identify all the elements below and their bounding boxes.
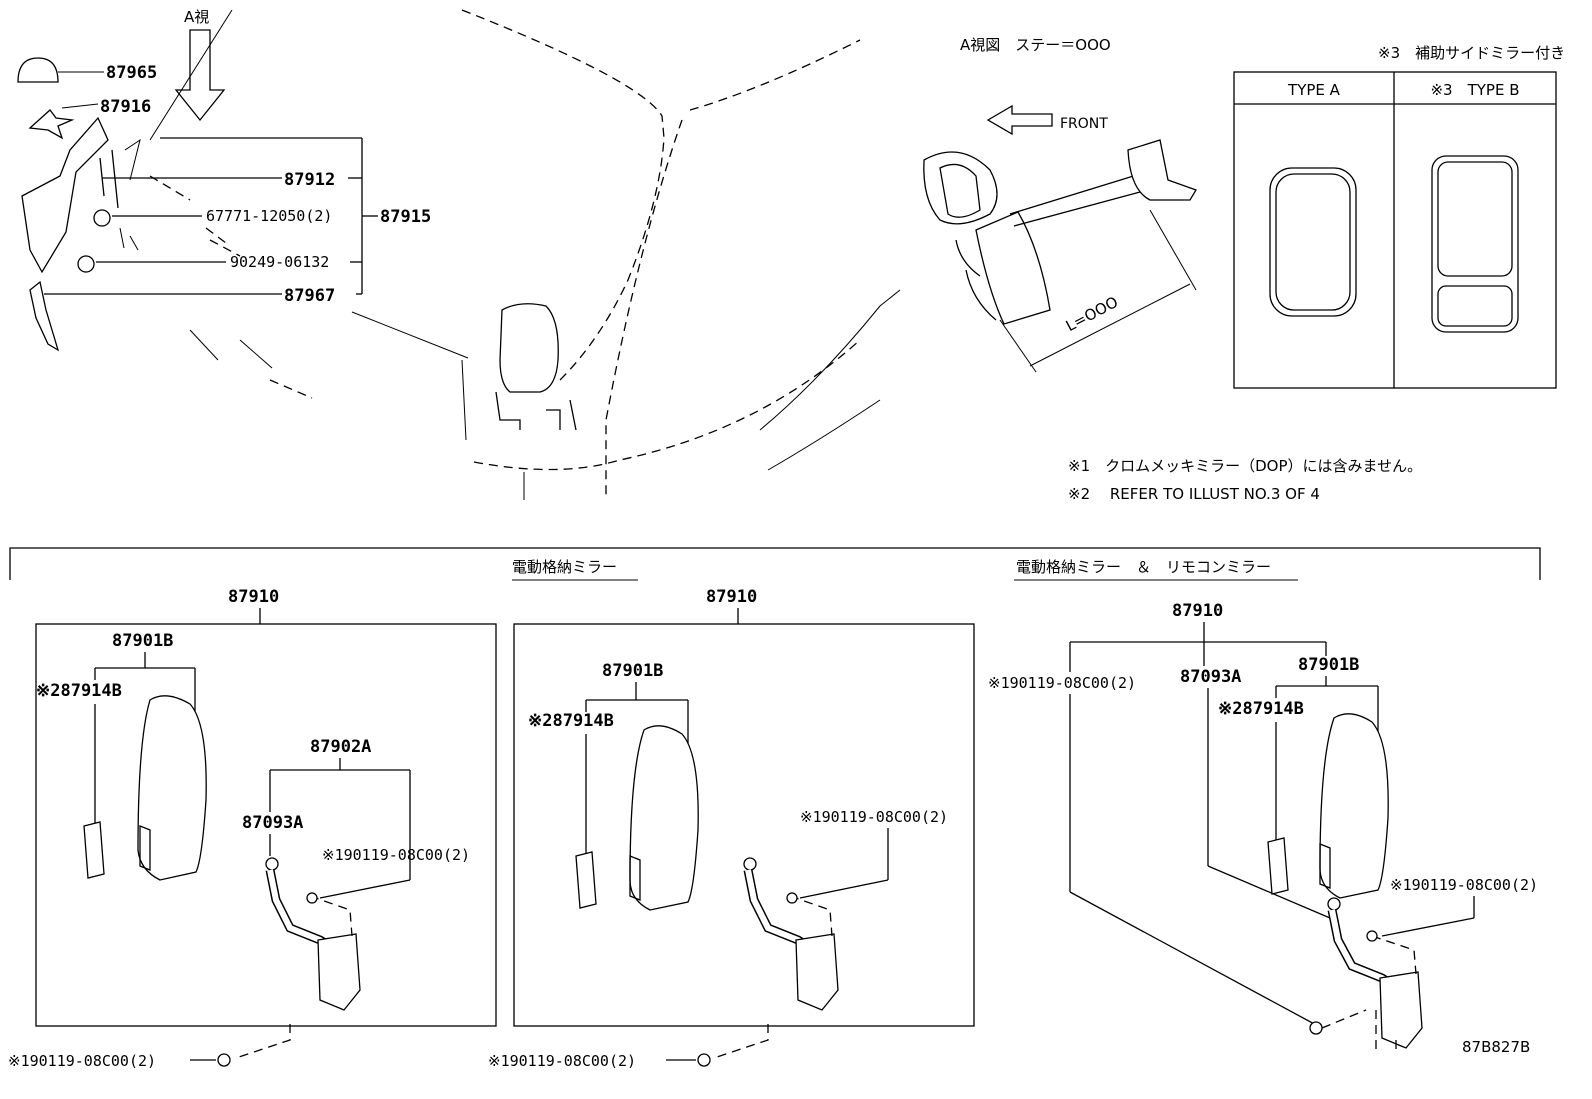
part-87912-label: 87912: [284, 170, 335, 190]
panel2-arm-base-icon: [795, 933, 839, 1011]
grommet-icon: [93, 209, 111, 227]
panel3-screw-icon: [1366, 930, 1378, 942]
panel1-cover-label: ※287914B: [36, 681, 122, 701]
panel3-mirror-label: 87901B: [1298, 655, 1359, 675]
type-a-label: TYPE A: [1287, 81, 1341, 99]
type-a-mirror-icon: [1269, 167, 1357, 317]
panel1-cover-icon: [83, 821, 105, 879]
panel1-frame: [35, 623, 497, 1027]
panel1-screw-lower-label: ※190119-08C00(2): [8, 1052, 156, 1070]
panel2-screw-icon: [786, 892, 798, 904]
panel2-mirror-label: 87901B: [602, 661, 663, 681]
front-label: FRONT: [1060, 116, 1108, 132]
part-87965-label: 87965: [106, 63, 157, 83]
section-header: 電動格納ミラー 電動格納ミラー ＆ リモコンミラー: [9, 547, 1541, 581]
panel1-arm-label: 87093A: [242, 813, 303, 833]
electric-folding-mirror-label: 電動格納ミラー: [512, 558, 617, 576]
panel3-assy-label: 87910: [1172, 601, 1223, 621]
panel2-mirror-icon: [629, 725, 699, 911]
length-label: L=OOO: [1063, 293, 1121, 335]
clip-part-icon: [28, 109, 75, 140]
mount-bracket-icon: [1127, 139, 1197, 201]
panel3-cover-label: ※287914B: [1218, 699, 1304, 719]
panel3-mirror-icon: [1319, 713, 1389, 899]
clip-fastener-icon: [77, 255, 95, 273]
type-b-mirror-icon: [1431, 155, 1519, 333]
panel1-mirror-label: 87901B: [112, 631, 173, 651]
panel3-arm-base-icon: [1379, 971, 1423, 1049]
front-arrow-icon: [986, 104, 1053, 136]
electric-remote-mirror-label: 電動格納ミラー ＆ リモコンミラー: [1016, 558, 1271, 576]
type-box-header: ※3 補助サイドミラー付き: [1378, 44, 1565, 62]
panel2-screw-lower-label: ※190119-08C00(2): [488, 1052, 636, 1070]
type-b-label: ※3 TYPE B: [1430, 81, 1519, 99]
panel3-lower-screw-icon: [1309, 1021, 1323, 1035]
view-a-arrow-label: A視: [184, 8, 209, 26]
seal-part-icon: [29, 280, 60, 352]
auxiliary-mirror-icon: [923, 151, 998, 225]
part-67771-label: 67771-12050(2): [206, 207, 332, 225]
panel2-cover-label: ※287914B: [528, 711, 614, 731]
diagram-id: 87B827B: [1462, 1038, 1530, 1056]
panel3-screw-right-label: ※190119-08C00(2): [1390, 876, 1538, 894]
type-box: ※3 補助サイドミラー付き TYPE A ※3 TYPE B: [1233, 44, 1565, 389]
part-87915-label: 87915: [380, 207, 431, 227]
cap-part-icon: [17, 57, 59, 83]
length-dimension-line: [1029, 283, 1191, 367]
panel2-cover-icon: [575, 851, 597, 909]
panel1-arm-base-icon: [317, 933, 361, 1011]
panel3-arm-label: 87093A: [1180, 667, 1241, 687]
note-1: ※1 クロムメッキミラー（DOP）には含みません。: [1068, 457, 1422, 475]
panel-2: 87910 87901B ※287914B ※190119-08C00(2) ※…: [488, 587, 975, 1070]
panel1-arm-assy-label: 87902A: [310, 737, 371, 757]
view-direction-arrow-icon: [174, 29, 226, 122]
part-90249-label: 90249-06132: [230, 253, 329, 271]
panel1-lower-screw-icon: [217, 1053, 231, 1067]
panel1-screw-upper-label: ※190119-08C00(2): [322, 846, 470, 864]
top-left-assembly: A視 87965 87916 87912 67771-12050(2) 9024…: [17, 8, 469, 399]
panel1-mirror-icon: [137, 695, 207, 881]
panel2-assy-label: 87910: [706, 587, 757, 607]
door-trim-icon: [21, 116, 109, 274]
panel3-screw-left-label: ※190119-08C00(2): [988, 674, 1136, 692]
a-view-detail: A視図 ステー＝OOO FRONT L=OOO: [923, 36, 1197, 373]
note-2: ※2 REFER TO ILLUST NO.3 OF 4: [1068, 485, 1320, 503]
side-mirror-icon: [975, 211, 1051, 325]
panel1-assy-label: 87910: [228, 587, 279, 607]
panel2-frame: [513, 623, 975, 1027]
panel-3: 87910 ※190119-08C00(2) 87093A 87901B ※28…: [988, 601, 1538, 1052]
a-view-title: A視図 ステー＝OOO: [960, 36, 1111, 54]
vehicle-outline: [461, 9, 901, 500]
panel-1: 87910 87901B ※287914B 87902A 87093A ※190…: [8, 587, 497, 1070]
mounted-mirror-icon: [499, 303, 559, 393]
panel2-screw-upper-label: ※190119-08C00(2): [800, 808, 948, 826]
panel2-lower-screw-icon: [697, 1053, 711, 1067]
panel3-cover-icon: [1267, 837, 1289, 895]
panel1-screw-icon: [306, 892, 318, 904]
part-87967-label: 87967: [284, 286, 335, 306]
part-87916-label: 87916: [100, 97, 151, 117]
